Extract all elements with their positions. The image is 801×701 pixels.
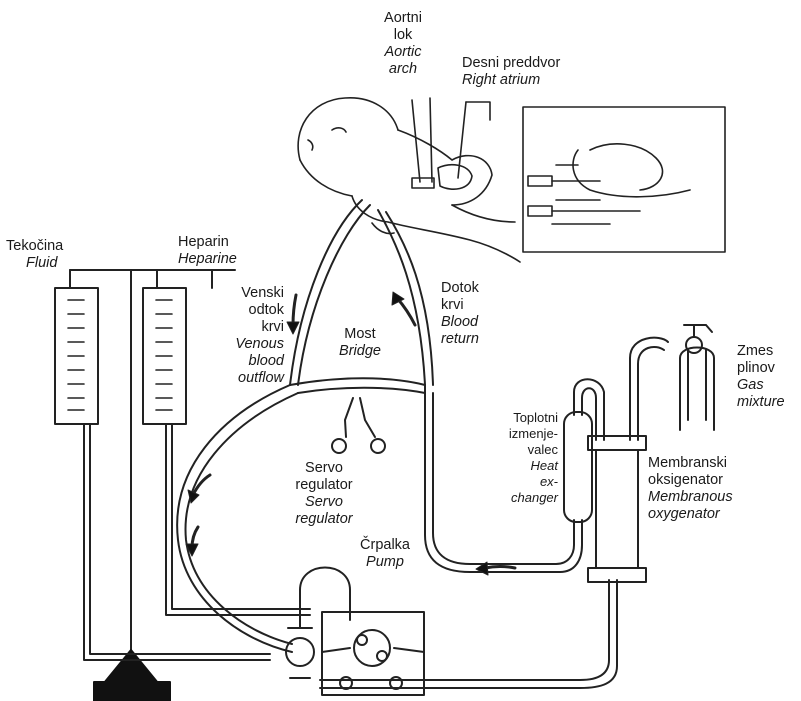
iv-stand — [70, 270, 235, 701]
gas-cylinder — [680, 325, 714, 430]
label-right-atrium: Desni preddvor Right atrium — [462, 55, 560, 89]
membrane-oxygenator — [588, 436, 646, 582]
label-fluid: Tekočina Fluid — [6, 238, 63, 272]
servo-regulator — [286, 568, 350, 679]
label-blood-return: Dotok krvi Blood return — [441, 280, 479, 348]
label-aortic-arch: Aortni lok Aortic arch — [378, 10, 428, 78]
roller-pump — [322, 612, 424, 695]
bridge-clamp — [332, 398, 385, 453]
inset-frame — [523, 107, 725, 252]
label-gas-mixture: Zmes plinov Gas mixture — [737, 343, 785, 411]
label-servo-regulator: Servo regulator Servo regulator — [284, 460, 364, 528]
label-heat-exchanger: Toplotni izmenje- valec Heat ex- changer — [466, 410, 558, 506]
label-venous-outflow: Venski odtok krvi Venous blood outflow — [214, 285, 284, 387]
label-bridge: Most Bridge — [330, 326, 390, 360]
label-membrane-oxygenator: Membranski oksigenator Membranous oxygen… — [648, 455, 733, 523]
patient-figure — [298, 98, 520, 262]
heat-exchanger — [564, 412, 592, 522]
label-pump: Črpalka Pump — [350, 537, 420, 571]
label-heparin: Heparin Heparine — [178, 234, 237, 268]
cannula-lines — [412, 98, 490, 188]
